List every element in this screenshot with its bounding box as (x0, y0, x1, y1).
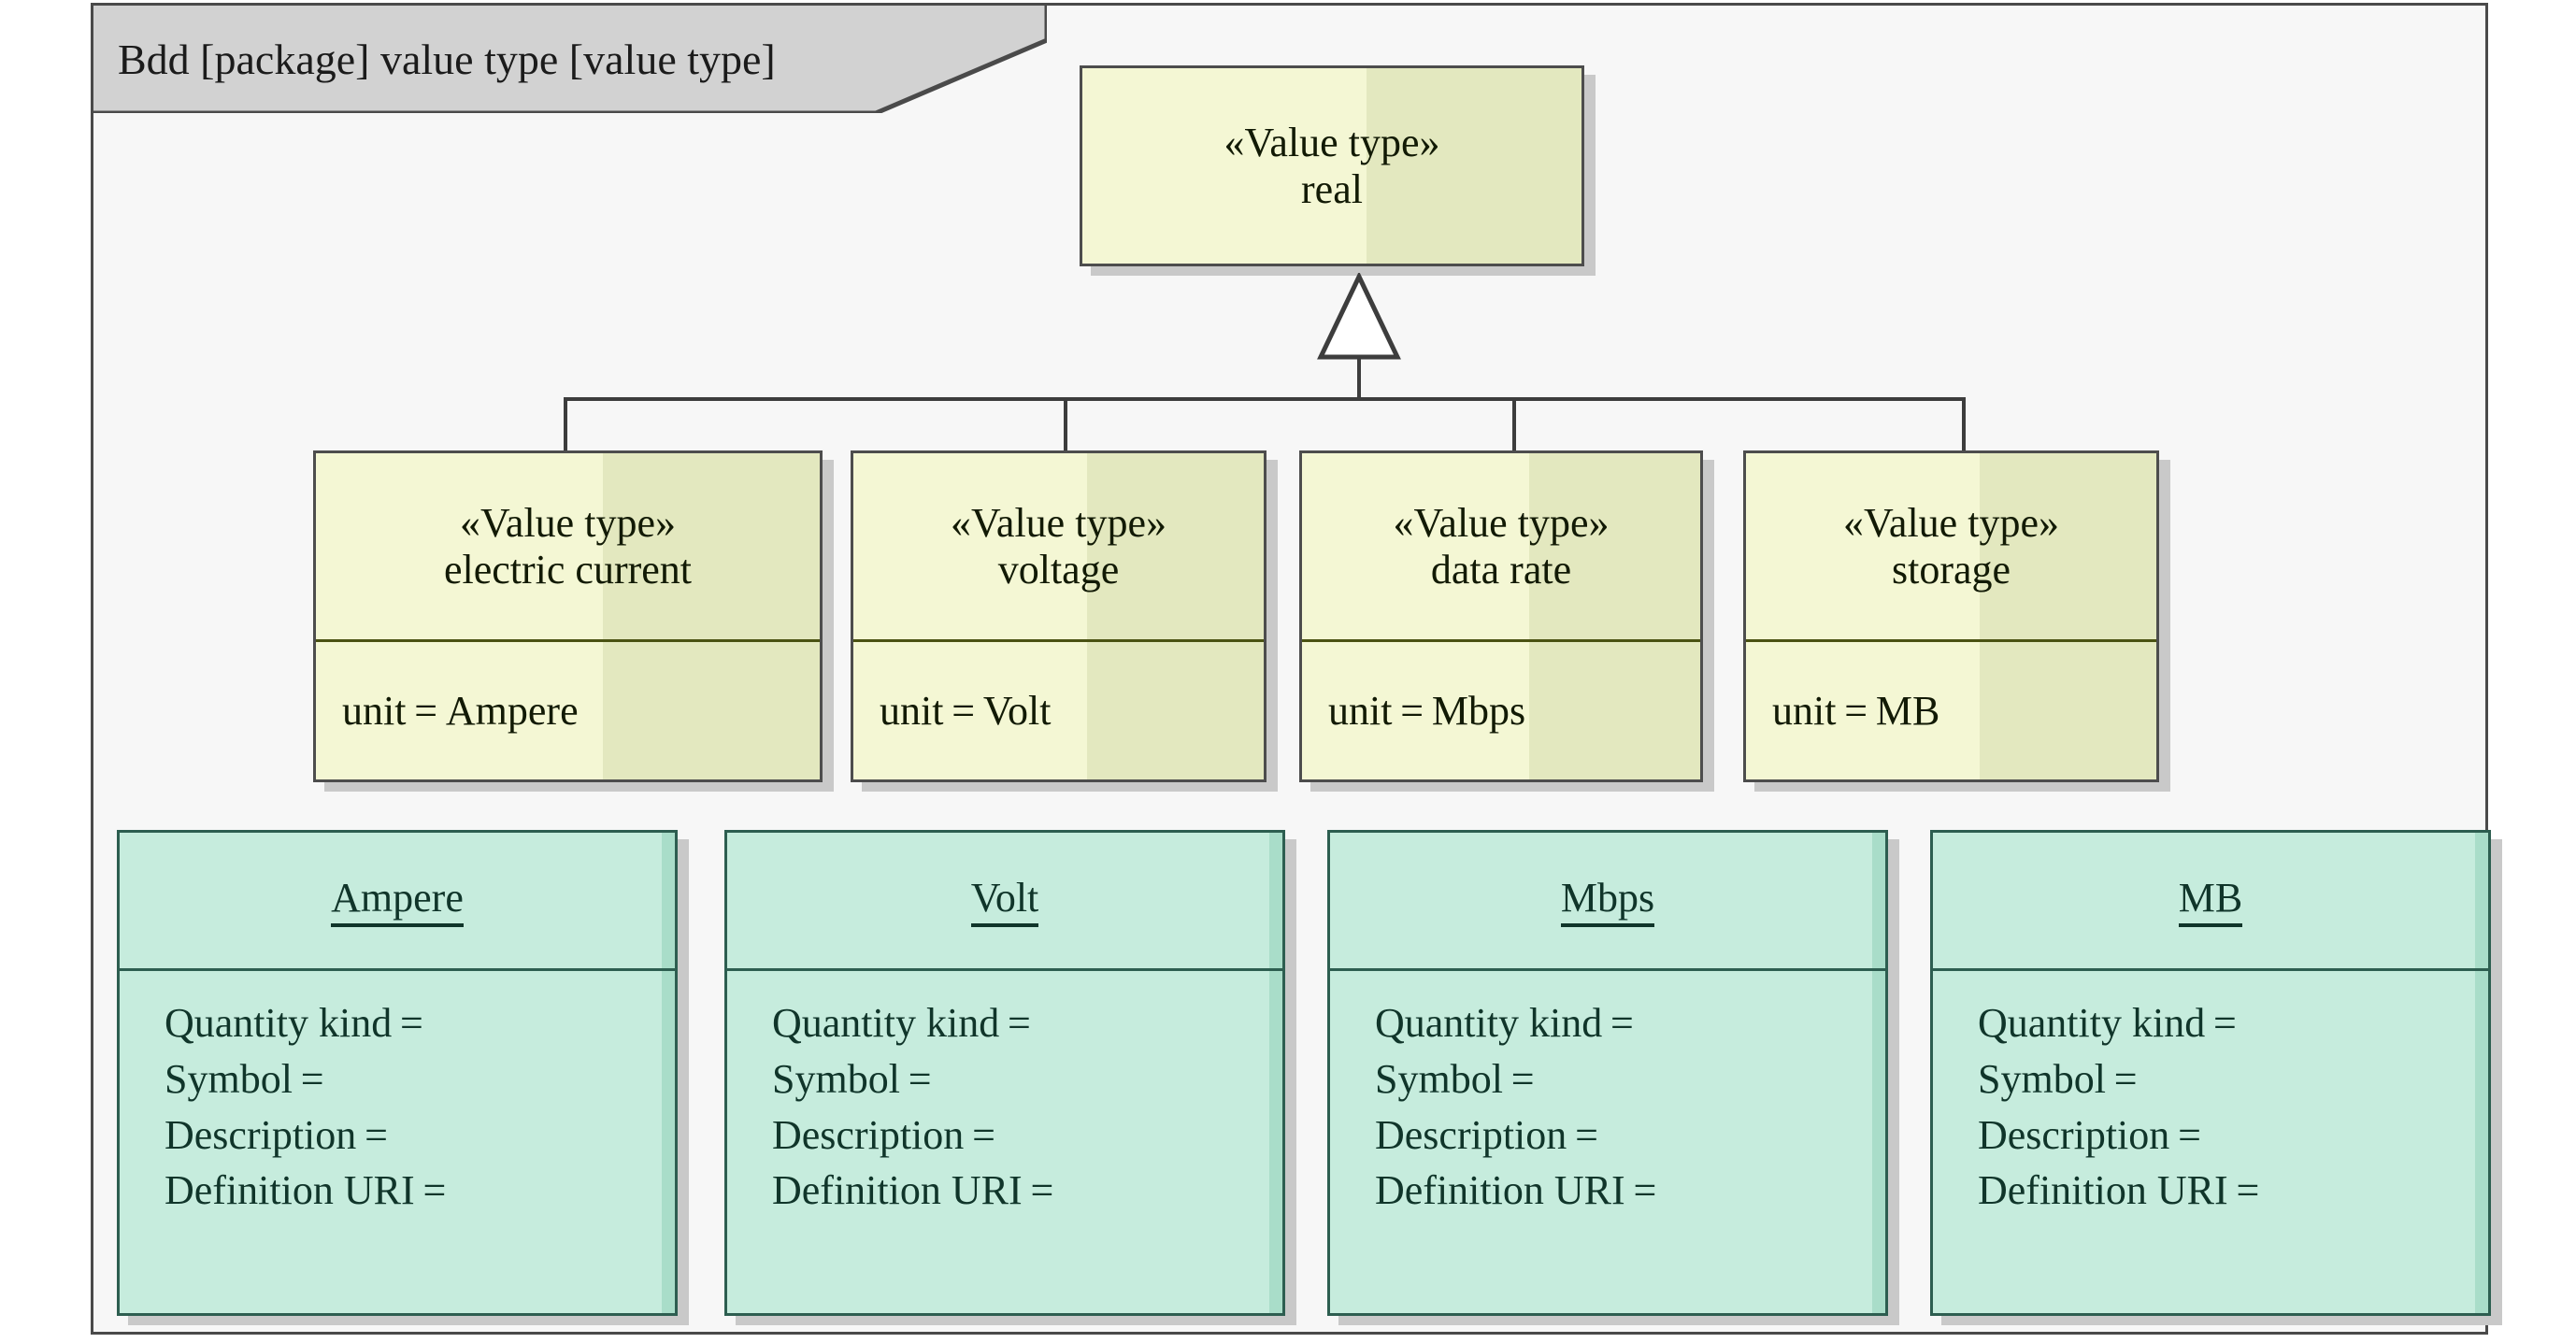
unit-volt[interactable]: Volt Quantity kind = Symbol = Descriptio… (724, 830, 1285, 1316)
generalization-drop-3 (1512, 397, 1516, 450)
unit-mb-divider (1933, 968, 2488, 971)
unit-mbps-header: Mbps (1330, 833, 1885, 968)
unit-volt-attr-description: Description = (772, 1111, 995, 1158)
block-data-rate-name: data rate (1430, 546, 1572, 593)
unit-ampere-divider (120, 968, 675, 971)
generalization-drop-1 (564, 397, 567, 450)
block-voltage[interactable]: «Value type» voltage unit = Volt (851, 450, 1267, 782)
unit-mb[interactable]: MB Quantity kind = Symbol = Description … (1930, 830, 2491, 1316)
unit-mb-name: MB (2178, 874, 2243, 927)
unit-volt-attributes: Quantity kind = Symbol = Description = D… (727, 971, 1282, 1219)
unit-mbps-attributes: Quantity kind = Symbol = Description = D… (1330, 971, 1885, 1219)
unit-volt-attr-definition-uri: Definition URI = (772, 1167, 1054, 1214)
block-voltage-header: «Value type» voltage (853, 453, 1264, 639)
block-data-rate-attribute: unit = Mbps (1328, 688, 1526, 734)
unit-mbps[interactable]: Mbps Quantity kind = Symbol = Descriptio… (1327, 830, 1888, 1316)
generalization-stem (1357, 355, 1361, 400)
block-data-rate-header: «Value type» data rate (1302, 453, 1700, 639)
block-real-name: real (1301, 165, 1363, 212)
unit-ampere-attr-description: Description = (165, 1111, 388, 1158)
unit-volt-attr-quantity-kind: Quantity kind = (772, 1000, 1031, 1046)
generalization-drop-2 (1064, 397, 1067, 450)
unit-mb-attr-definition-uri: Definition URI = (1978, 1167, 2260, 1214)
unit-mb-attr-quantity-kind: Quantity kind = (1978, 1000, 2237, 1046)
unit-volt-name: Volt (970, 874, 1039, 927)
block-voltage-stereotype: «Value type» (951, 500, 1166, 547)
unit-mb-attributes: Quantity kind = Symbol = Description = D… (1933, 971, 2488, 1219)
block-storage-name: storage (1891, 546, 2011, 593)
block-electric-current[interactable]: «Value type» electric current unit = Amp… (313, 450, 823, 782)
block-voltage-attribute: unit = Volt (880, 688, 1052, 734)
unit-mbps-divider (1330, 968, 1885, 971)
block-storage-stereotype: «Value type» (1843, 500, 2059, 547)
generalization-triangle-icon (1317, 273, 1401, 360)
block-storage-header: «Value type» storage (1746, 453, 2156, 639)
block-electric-current-divider (316, 639, 820, 642)
block-voltage-name: voltage (997, 546, 1120, 593)
unit-volt-header: Volt (727, 833, 1282, 968)
unit-volt-attr-symbol: Symbol = (772, 1055, 932, 1102)
unit-ampere-attr-symbol: Symbol = (165, 1055, 324, 1102)
block-data-rate[interactable]: «Value type» data rate unit = Mbps (1299, 450, 1703, 782)
generalization-bus (564, 397, 1966, 401)
unit-ampere-name: Ampere (331, 874, 464, 927)
block-data-rate-divider (1302, 639, 1700, 642)
unit-mb-header: MB (1933, 833, 2488, 968)
unit-mbps-attr-symbol: Symbol = (1375, 1055, 1535, 1102)
unit-ampere-header: Ampere (120, 833, 675, 968)
block-storage-divider (1746, 639, 2156, 642)
block-storage-attribute: unit = MB (1772, 688, 1940, 734)
diagram-title: Bdd [package] value type [value type] (118, 36, 776, 83)
unit-mbps-attr-quantity-kind: Quantity kind = (1375, 1000, 1634, 1046)
block-electric-current-attribute: unit = Ampere (342, 688, 579, 734)
unit-ampere[interactable]: Ampere Quantity kind = Symbol = Descript… (117, 830, 678, 1316)
block-electric-current-name: electric current (443, 546, 693, 593)
unit-mbps-name: Mbps (1560, 874, 1655, 927)
block-electric-current-stereotype: «Value type» (460, 500, 676, 547)
block-data-rate-stereotype: «Value type» (1393, 500, 1610, 547)
block-voltage-divider (853, 639, 1264, 642)
block-electric-current-header: «Value type» electric current (316, 453, 820, 639)
unit-mb-attr-description: Description = (1978, 1111, 2201, 1158)
block-real[interactable]: «Value type» real (1080, 65, 1584, 266)
unit-ampere-attributes: Quantity kind = Symbol = Description = D… (120, 971, 675, 1219)
unit-mbps-attr-description: Description = (1375, 1111, 1598, 1158)
generalization-drop-4 (1962, 397, 1966, 450)
unit-mbps-attr-definition-uri: Definition URI = (1375, 1167, 1657, 1214)
block-storage[interactable]: «Value type» storage unit = MB (1743, 450, 2159, 782)
unit-ampere-attr-definition-uri: Definition URI = (165, 1167, 447, 1214)
unit-volt-divider (727, 968, 1282, 971)
unit-mb-attr-symbol: Symbol = (1978, 1055, 2138, 1102)
unit-ampere-attr-quantity-kind: Quantity kind = (165, 1000, 423, 1046)
block-real-header: «Value type» real (1082, 68, 1581, 264)
block-real-stereotype: «Value type» (1224, 120, 1440, 166)
